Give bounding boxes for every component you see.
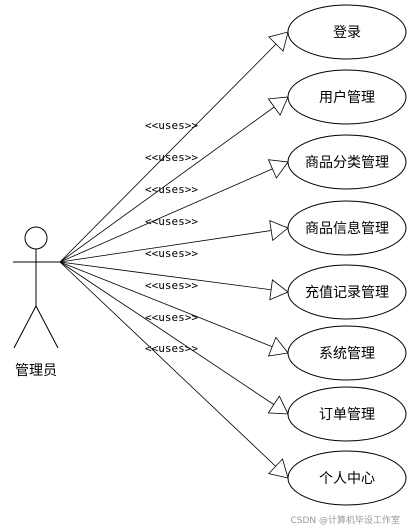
use-case: 登录 bbox=[287, 4, 407, 60]
use-case-label: 系统管理 bbox=[319, 346, 375, 362]
use-case-ellipse bbox=[287, 69, 407, 125]
stereotype-label: <<uses>> bbox=[145, 183, 198, 196]
use-case-ellipse bbox=[287, 134, 407, 190]
use-case: 系统管理 bbox=[287, 325, 407, 381]
arrowhead bbox=[267, 96, 289, 116]
use-case: 用户管理 bbox=[287, 69, 407, 125]
use-case-ellipse bbox=[287, 4, 407, 60]
actor-left-leg bbox=[13, 305, 37, 349]
stereotype-label: <<uses>> bbox=[145, 215, 198, 228]
actor-label: 管理员 bbox=[15, 363, 57, 379]
use-case-ellipse bbox=[287, 264, 407, 320]
association-line bbox=[59, 261, 289, 479]
arrowhead bbox=[267, 336, 289, 357]
actor-right-leg bbox=[35, 305, 59, 349]
use-case: 个人中心 bbox=[287, 450, 407, 506]
use-case: 充值记录管理 bbox=[287, 264, 407, 320]
use-case-label: 订单管理 bbox=[319, 407, 375, 423]
stereotype-label: <<uses>> bbox=[145, 119, 198, 132]
association-line bbox=[59, 31, 289, 263]
stereotype-label: <<uses>> bbox=[145, 279, 198, 292]
arrowhead bbox=[269, 279, 289, 301]
stereotype-label: <<uses>> bbox=[145, 342, 198, 355]
use-case-label: 商品信息管理 bbox=[305, 220, 389, 237]
use-case-label: 用户管理 bbox=[319, 89, 375, 106]
stereotype-label: <<uses>> bbox=[145, 311, 198, 324]
use-case-label: 充值记录管理 bbox=[305, 285, 389, 301]
association-line bbox=[59, 261, 289, 354]
use-case: 商品分类管理 bbox=[287, 134, 407, 190]
stereotype-label: <<uses>> bbox=[145, 247, 198, 260]
use-case-label: 个人中心 bbox=[319, 471, 375, 487]
use-case: 订单管理 bbox=[287, 386, 407, 442]
watermark: CSDN @计算机毕设工作室 bbox=[290, 514, 400, 526]
use-case-ellipse bbox=[287, 200, 407, 256]
association-line bbox=[59, 227, 289, 263]
arrowhead bbox=[268, 458, 289, 479]
arrowhead bbox=[269, 219, 289, 242]
arrowhead bbox=[268, 31, 289, 52]
use-case: 商品信息管理 bbox=[287, 200, 407, 256]
association-line bbox=[59, 261, 289, 415]
arrowhead bbox=[267, 159, 289, 179]
associations bbox=[59, 31, 289, 479]
use-case-ellipse bbox=[287, 325, 407, 381]
use-case-ellipse bbox=[287, 386, 407, 442]
association-line bbox=[59, 96, 289, 263]
stereotype-labels: <<uses>> <<uses>> <<uses>> <<uses>> <<uses>>… bbox=[145, 119, 198, 355]
arrowhead bbox=[267, 395, 289, 415]
stereotype-label: <<uses>> bbox=[145, 151, 198, 164]
use-case-label: 商品分类管理 bbox=[305, 155, 389, 171]
actor-figure bbox=[13, 226, 60, 349]
use-case-label: 登录 bbox=[333, 25, 361, 41]
association-line bbox=[59, 261, 289, 293]
use-case-ellipse bbox=[287, 450, 407, 506]
actor-head bbox=[24, 226, 48, 250]
association-line bbox=[59, 161, 289, 263]
